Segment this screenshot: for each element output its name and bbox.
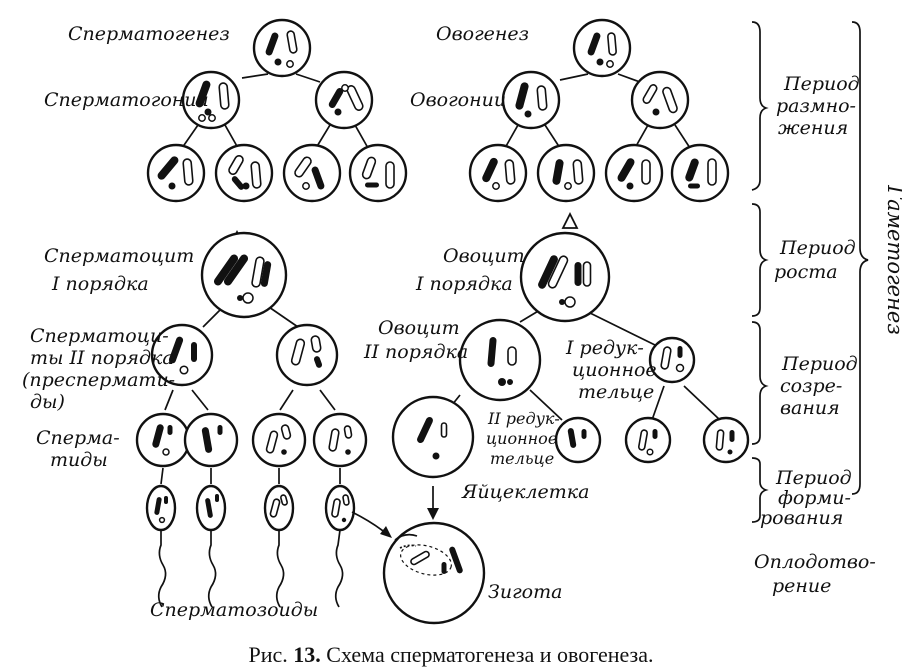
label-spermatogonia: Сперматогонии bbox=[44, 89, 209, 111]
cell-oocyte-2 bbox=[458, 318, 542, 402]
label-spermatocyte2-b: ты II порядка bbox=[30, 347, 174, 369]
period-maturation-a: Период bbox=[781, 353, 858, 375]
period-formation-c: рования bbox=[760, 507, 843, 529]
period-growth-b: роста bbox=[774, 261, 838, 283]
caption-prefix: Рис. bbox=[249, 642, 294, 667]
cell-oogonium-5 bbox=[604, 143, 664, 203]
cell-spermatid-2 bbox=[183, 412, 239, 468]
cell-spermatogonium-6 bbox=[348, 143, 408, 203]
label-spermatocyte2-c: (преспермати- bbox=[22, 369, 175, 391]
label-spermatogenesis: Сперматогенез bbox=[68, 23, 230, 45]
cell-spermatid-4 bbox=[312, 412, 368, 468]
cell-zygote bbox=[382, 521, 486, 625]
period-formation-a: Период bbox=[775, 467, 852, 489]
cell-spermatogonium-2 bbox=[314, 70, 374, 130]
fertilization-arrow bbox=[351, 511, 388, 535]
label-polar2-c: тельце bbox=[490, 449, 554, 468]
cell-oogonium-3 bbox=[468, 143, 528, 203]
cell-oogenesis-top bbox=[572, 18, 632, 78]
caption-number: 13. bbox=[293, 642, 321, 667]
label-oocyte2-a: Овоцит bbox=[378, 317, 460, 339]
cell-spermatid-3 bbox=[251, 412, 307, 468]
label-spermatocyte2-d: ды) bbox=[30, 391, 65, 413]
cell-polar-body-2 bbox=[554, 416, 602, 464]
label-polar2-b: ционное bbox=[486, 429, 557, 448]
cell-spermatocyte-2-left bbox=[150, 323, 214, 387]
spermatozoon-3 bbox=[263, 484, 295, 608]
spermatozoon-4 bbox=[324, 484, 356, 608]
label-egg: Яйцеклетка bbox=[461, 481, 589, 503]
label-oogenesis: Овогенез bbox=[436, 23, 529, 45]
period-reproduction-a: Период bbox=[783, 73, 860, 95]
period-fertilization-b: рение bbox=[772, 575, 831, 597]
period-maturation-c: вания bbox=[780, 397, 840, 419]
cell-polar-body-4 bbox=[702, 416, 750, 464]
cell-egg bbox=[391, 395, 475, 479]
growth-arrow-oo bbox=[561, 211, 579, 229]
cell-polar-body-1 bbox=[648, 336, 696, 384]
cell-polar-body-3 bbox=[624, 416, 672, 464]
label-oocyte1-a: Овоцит bbox=[443, 245, 525, 267]
period-fertilization-a: Оплодотво- bbox=[754, 551, 876, 573]
period-braces bbox=[751, 21, 869, 523]
cell-oogonium-6 bbox=[670, 143, 730, 203]
label-polar2-a: II редук- bbox=[487, 409, 560, 428]
spermatozoon-2 bbox=[195, 484, 227, 608]
spermatozoon-1 bbox=[145, 484, 177, 608]
cell-oogonium-2 bbox=[630, 70, 690, 130]
period-gametogenesis: Гаметогенез bbox=[883, 184, 902, 335]
period-labels: Период размно- жения Период роста Период… bbox=[754, 73, 902, 597]
cell-spermatogonium-3 bbox=[146, 143, 206, 203]
label-spermatocyte2-a: Сперматоци- bbox=[30, 325, 169, 347]
cell-spermatogonium-5 bbox=[282, 143, 342, 203]
label-zygote: Зигота bbox=[488, 581, 562, 603]
label-oocyte1-b: I порядка bbox=[415, 273, 513, 295]
label-polar1-c: тельце bbox=[578, 381, 654, 403]
label-spermatids-a: Сперма- bbox=[36, 427, 120, 449]
label-spermatocyte1-a: Сперматоцит bbox=[44, 245, 194, 267]
cell-oogonium-4 bbox=[536, 143, 596, 203]
cell-oogonium-1 bbox=[501, 70, 561, 130]
figure-caption: Рис. 13. Схема сперматогенеза и овогенез… bbox=[249, 642, 654, 667]
cell-spermatocyte-2-right bbox=[275, 323, 339, 387]
period-growth-a: Период bbox=[779, 237, 856, 259]
label-spermatozoa: Сперматозоиды bbox=[150, 599, 318, 621]
cell-spermatocyte-1 bbox=[200, 231, 288, 319]
label-oocyte2-b: II порядка bbox=[363, 341, 468, 363]
cell-spermatogonium-4 bbox=[214, 143, 274, 203]
cell-oocyte-1 bbox=[519, 231, 611, 323]
period-reproduction-c: жения bbox=[778, 117, 848, 139]
cell-spermatogenesis-top bbox=[252, 18, 312, 78]
period-reproduction-b: размно- bbox=[776, 95, 856, 117]
period-maturation-b: созре- bbox=[780, 375, 842, 397]
label-spermatocyte1-b: I порядка bbox=[51, 273, 149, 295]
label-oogonia: Овогонии bbox=[410, 89, 506, 111]
label-spermatids-b: тиды bbox=[50, 449, 108, 471]
label-polar1-b: ционное bbox=[572, 359, 657, 381]
label-polar1-a: I редук- bbox=[565, 337, 644, 359]
labels: Сперматогенез Овогенез Сперматогонии Ово… bbox=[22, 23, 657, 621]
period-formation-b: форми- bbox=[778, 487, 851, 509]
cell-spermatid-1 bbox=[135, 412, 191, 468]
caption-text: Схема сперматогенеза и овогенеза. bbox=[321, 642, 654, 667]
cell-spermatogonium-1 bbox=[181, 70, 241, 130]
